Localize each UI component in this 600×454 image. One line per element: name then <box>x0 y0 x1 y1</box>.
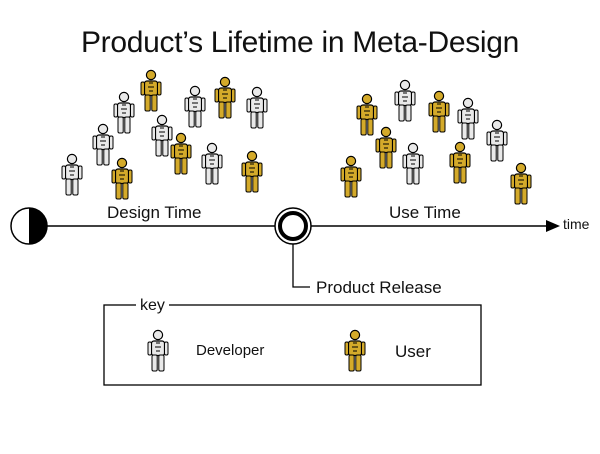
key-box <box>103 304 482 386</box>
developer-figure-icon <box>151 114 173 157</box>
developer-figure-icon <box>246 86 268 129</box>
developer-figure-icon <box>92 123 114 166</box>
developer-figure-icon <box>486 119 508 162</box>
product-release-label: Product Release <box>316 278 442 297</box>
developer-figure-icon <box>394 79 416 122</box>
double-ring-icon <box>274 207 312 245</box>
developer-figure-icon <box>147 329 169 372</box>
developer-figure-icon <box>201 142 223 185</box>
developer-figure-icon <box>113 91 135 134</box>
release-connector <box>292 244 310 288</box>
developer-figure-icon <box>61 153 83 196</box>
user-figure-icon <box>428 90 450 133</box>
half-filled-circle-icon <box>10 207 48 245</box>
key-user-label: User <box>395 342 431 361</box>
design-time-label: Design Time <box>107 203 202 222</box>
developer-figure-icon <box>184 85 206 128</box>
user-figure-icon <box>449 141 471 184</box>
timeline-arrowhead <box>546 220 560 232</box>
use-time-label: Use Time <box>389 203 461 222</box>
developer-figure-icon <box>457 97 479 140</box>
user-figure-icon <box>510 162 532 205</box>
key-developer-label: Developer <box>196 342 265 359</box>
user-figure-icon <box>111 157 133 200</box>
key-title: key <box>136 297 169 315</box>
user-figures <box>111 69 532 205</box>
user-figure-icon <box>214 76 236 119</box>
time-axis-label: time <box>563 216 590 232</box>
page-title: Product’s Lifetime in Meta-Design <box>80 26 520 59</box>
user-figure-icon <box>344 329 366 372</box>
user-figure-icon <box>375 126 397 169</box>
user-figure-icon <box>356 93 378 136</box>
user-figure-icon <box>140 69 162 112</box>
user-figure-icon <box>340 155 362 198</box>
developer-figure-icon <box>402 142 424 185</box>
user-figure-icon <box>241 150 263 193</box>
user-figure-icon <box>170 132 192 175</box>
